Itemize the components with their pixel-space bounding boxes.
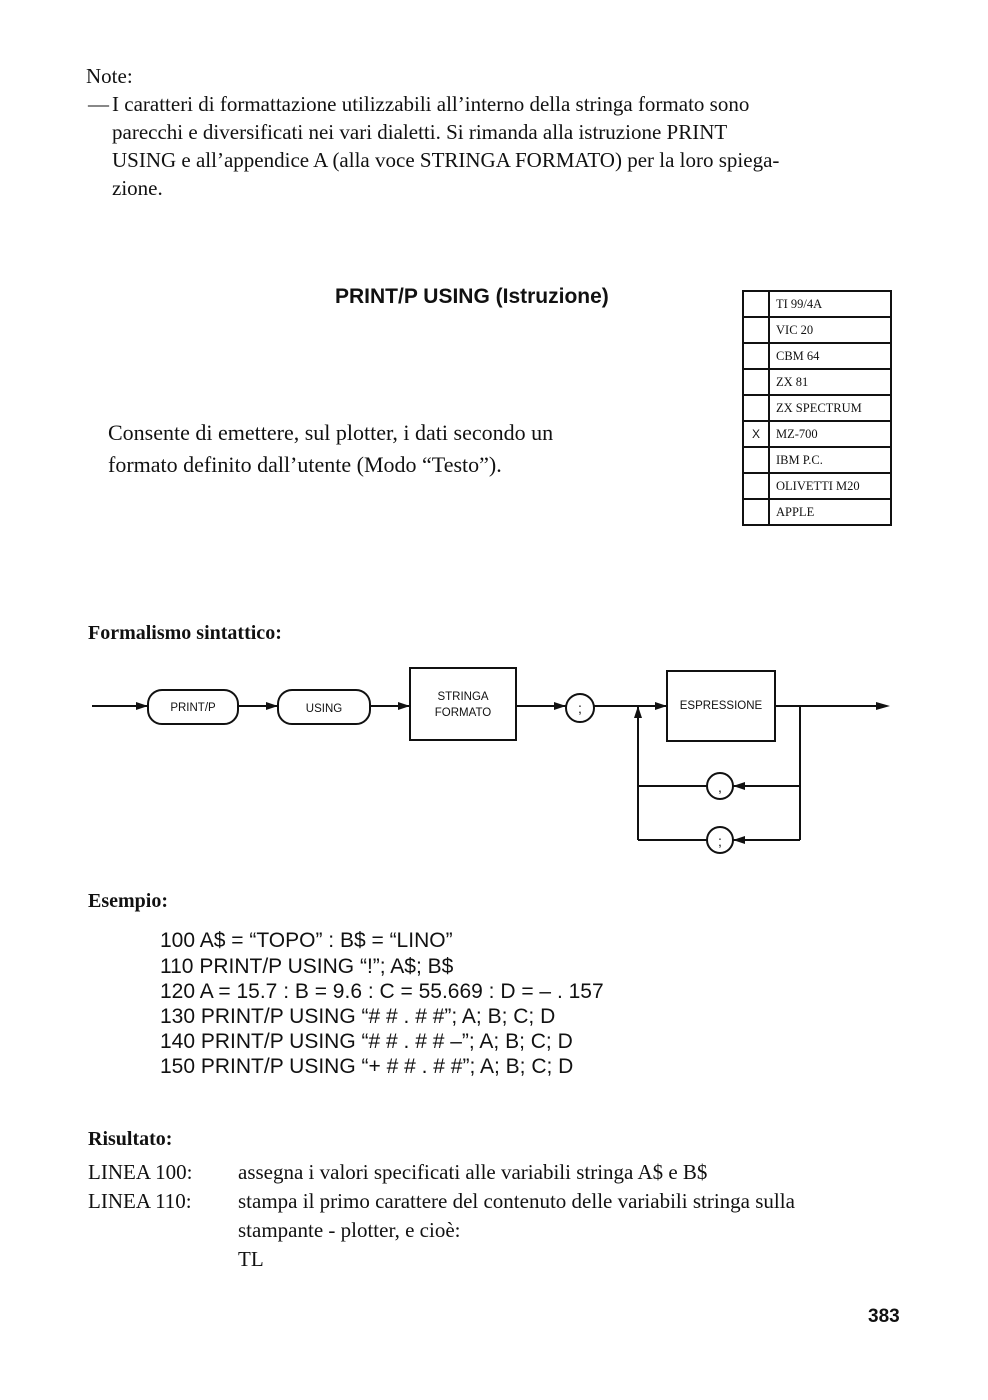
syntax-heading: Formalismo sintattico: [88,622,282,644]
result-line-text: stampa il primo carattere del contenuto … [238,1189,795,1213]
compat-mark [742,446,770,474]
compat-row: APPLE [742,498,892,526]
description-line: formato definito dall’utente (Modo “Test… [108,452,502,477]
compat-system-name: ZX SPECTRUM [768,394,892,422]
compat-mark [742,368,770,396]
compat-mark [742,290,770,318]
syntax-diagram: PRINT/P USING STRINGA FORMATO ; ESPRESSI… [92,667,890,854]
result-line-label: LINEA 110: [88,1189,192,1213]
code-line: 120 A = 15.7 : B = 9.6 : C = 55.669 : D … [160,980,604,1003]
diagram-print-p-label: PRINT/P [170,702,216,714]
code-line: 140 PRINT/P USING “# # . # # –”; A; B; C… [160,1030,573,1053]
compat-system-name: VIC 20 [768,316,892,344]
diagram-expression-label: ESPRESSIONE [680,700,763,712]
note-line: I caratteri di formattazione utilizzabil… [112,92,750,116]
code-line: 130 PRINT/P USING “# # . # #”; A; B; C; … [160,1005,556,1028]
note-line: USING e all’appendice A (alla voce STRIN… [112,148,780,172]
note-heading: Note: [86,64,133,88]
compat-row: VIC 20 [742,316,892,344]
compat-system-name: IBM P.C. [768,446,892,474]
compat-mark [742,394,770,422]
page-number: 383 [868,1306,900,1327]
compat-system-name: MZ-700 [768,420,892,448]
compat-row: OLIVETTI M20 [742,472,892,500]
section-title: PRINT/P USING (Istruzione) [335,285,609,308]
result-line-text: assegna i valori specificati alle variab… [238,1160,708,1184]
diagram-semicolon-label: ; [578,700,582,716]
note-dash: — [88,92,109,116]
note-line: parecchi e diversificati nei vari dialet… [112,120,728,144]
compat-system-name: CBM 64 [768,342,892,370]
compat-mark [742,342,770,370]
compat-mark [742,316,770,344]
note-line: zione. [112,176,163,200]
compat-row: TI 99/4A [742,290,892,318]
compat-row: ZX SPECTRUM [742,394,892,422]
compat-system-name: TI 99/4A [768,290,892,318]
compat-mark: X [742,420,770,448]
example-heading: Esempio: [88,890,168,912]
compat-mark [742,472,770,500]
diagram-using-label: USING [306,703,342,715]
compat-system-name: OLIVETTI M20 [768,472,892,500]
diagram-loop-comma-label: , [718,779,722,795]
code-line: 150 PRINT/P USING “+ # # . # #”; A; B; C… [160,1055,574,1078]
compat-system-name: APPLE [768,498,892,526]
diagram-format-label-2: FORMATO [435,707,491,719]
diagram-loop-semicolon-label: ; [718,833,722,849]
result-heading: Risultato: [88,1128,173,1150]
compat-mark [742,498,770,526]
compat-row: IBM P.C. [742,446,892,474]
code-line: 100 A$ = “TOPO” : B$ = “LINO” [160,929,453,952]
result-line-label: LINEA 100: [88,1160,193,1184]
result-line-text: stampante - plotter, e cioè: [238,1218,461,1242]
result-output: TL [238,1247,264,1271]
code-line: 110 PRINT/P USING “!”; A$; B$ [160,955,454,978]
diagram-format-label-1: STRINGA [437,691,488,703]
description-line: Consente di emettere, sul plotter, i dat… [108,420,554,445]
compat-row: CBM 64 [742,342,892,370]
compat-row: ZX 81 [742,368,892,396]
compat-system-name: ZX 81 [768,368,892,396]
